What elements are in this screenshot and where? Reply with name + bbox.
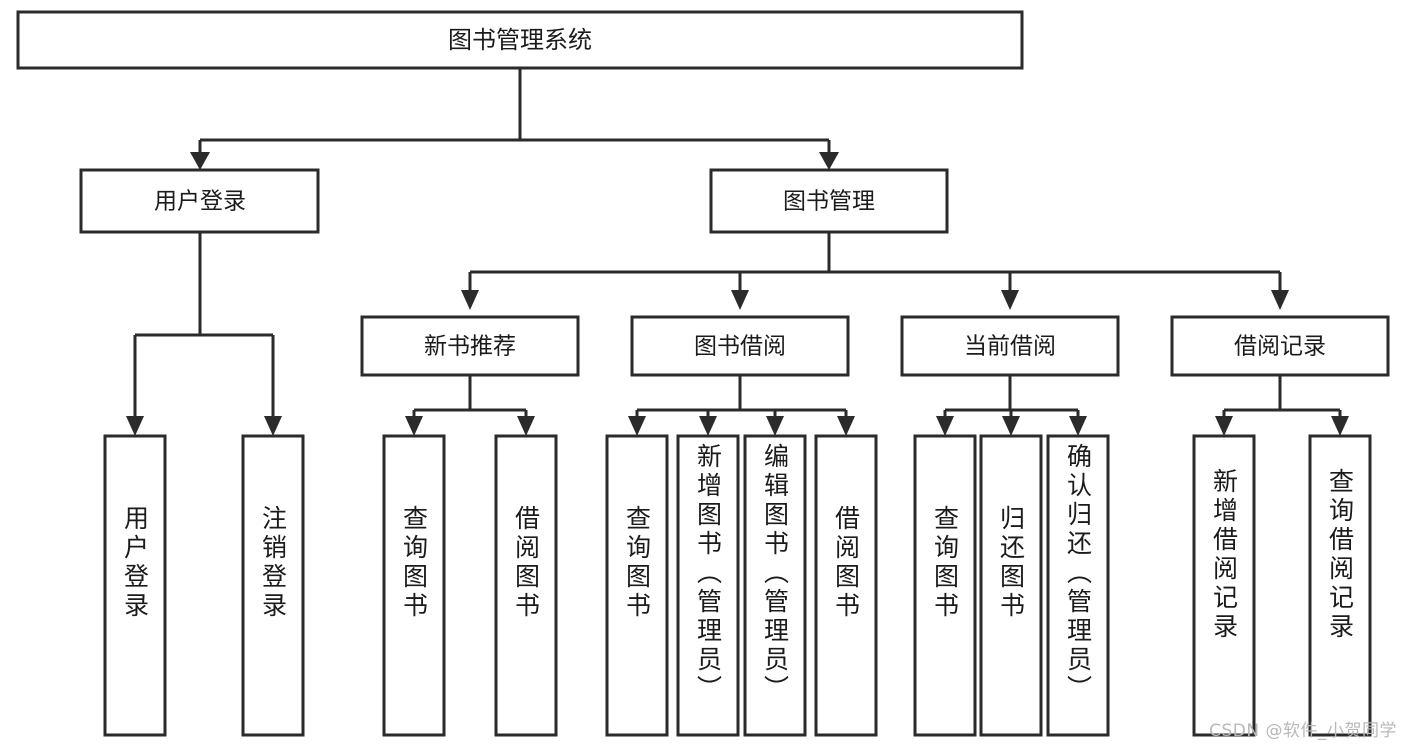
connector-layer (126, 68, 1349, 436)
leaf-box-bb-add-book-admin[interactable] (676, 434, 740, 737)
leaf-box-bb-borrow-book[interactable] (814, 434, 878, 737)
node-book-borrow[interactable]: 图书借阅 (630, 315, 850, 377)
arrow-head-br-leaf-2 (1331, 416, 1349, 436)
arrow-head-cb-leaf-1 (936, 416, 954, 436)
leaf-box-bb-edit-book-admin[interactable] (743, 434, 807, 737)
node-book-manage-label: 图书管理 (783, 189, 875, 215)
leaf-box-cb-confirm-return-admin[interactable] (1046, 434, 1110, 737)
node-book-manage[interactable]: 图书管理 (709, 168, 949, 234)
arrow-head-leaf-user-login (126, 416, 144, 436)
leaf-box-logout[interactable] (241, 434, 305, 737)
node-borrow-record-box[interactable] (1170, 315, 1390, 377)
arrow-head-bb-leaf-3 (766, 416, 784, 436)
node-borrow-record[interactable]: 借阅记录 (1170, 315, 1390, 377)
leaf-box-user-login[interactable] (103, 434, 167, 737)
arrow-head-current-borrow (1001, 290, 1019, 310)
csdn-watermark: CSDN @软件_小贺同学 (1209, 721, 1397, 741)
node-new-book-recommend-label: 新书推荐 (424, 334, 516, 360)
leaf-box-br-add-record[interactable] (1192, 434, 1256, 737)
node-book-manage-box[interactable] (709, 168, 949, 234)
node-new-book-recommend-box[interactable] (360, 315, 580, 377)
arrow-head-book-borrow (731, 290, 749, 310)
node-root-box[interactable] (16, 10, 1024, 70)
arrow-head-borrow-record (1271, 290, 1289, 310)
arrow-head-leaf-logout (264, 416, 282, 436)
leaf-box-nb-query-book[interactable] (382, 434, 446, 737)
node-root[interactable]: 图书管理系统 (16, 10, 1024, 70)
node-new-book-recommend[interactable]: 新书推荐 (360, 315, 580, 377)
arrow-head-book-manage (819, 152, 839, 170)
node-book-borrow-box[interactable] (630, 315, 850, 377)
leaf-box-bb-query-book[interactable] (605, 434, 669, 737)
arrow-head-cb-leaf-2 (1002, 416, 1020, 436)
arrow-head-bb-leaf-2 (699, 416, 717, 436)
arrow-head-nb-leaf-1 (405, 416, 423, 436)
leaf-box-br-query-record[interactable] (1308, 434, 1372, 737)
leaf-box-layer (103, 434, 1372, 737)
arrow-head-bb-leaf-4 (837, 416, 855, 436)
arrow-head-user-login (190, 152, 210, 170)
node-borrow-record-label: 借阅记录 (1234, 334, 1326, 360)
arrow-head-new-book (461, 290, 479, 310)
leaf-box-cb-query-book[interactable] (913, 434, 977, 737)
node-current-borrow-label: 当前借阅 (964, 334, 1056, 360)
node-current-borrow-box[interactable] (900, 315, 1120, 377)
leaf-box-cb-return-book[interactable] (979, 434, 1043, 737)
arrow-head-bb-leaf-1 (628, 416, 646, 436)
node-root-label: 图书管理系统 (448, 26, 592, 54)
arrow-head-cb-leaf-3 (1069, 416, 1087, 436)
node-user-login-box[interactable] (79, 168, 320, 234)
node-book-borrow-label: 图书借阅 (694, 334, 786, 360)
node-user-login-label: 用户登录 (154, 189, 246, 215)
node-current-borrow[interactable]: 当前借阅 (900, 315, 1120, 377)
arrow-head-br-leaf-1 (1215, 416, 1233, 436)
node-user-login[interactable]: 用户登录 (79, 168, 320, 234)
arrow-head-nb-leaf-2 (517, 416, 535, 436)
leaf-box-nb-borrow-book[interactable] (494, 434, 558, 737)
